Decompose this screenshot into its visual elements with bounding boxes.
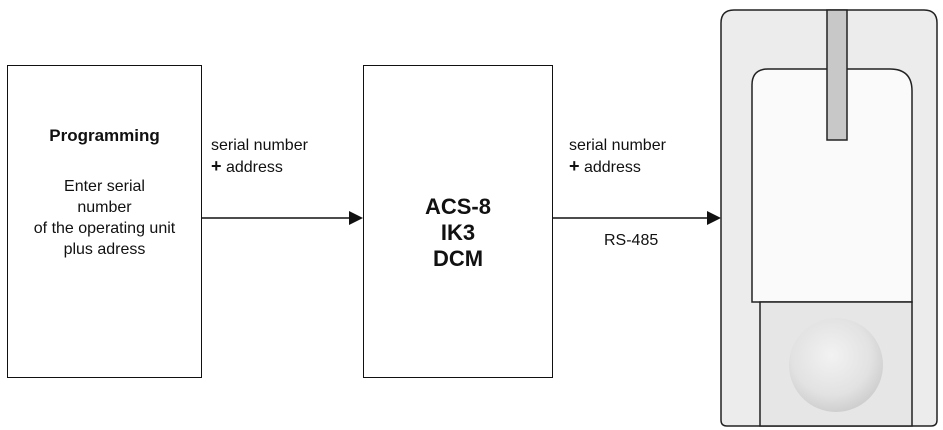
acs-controller-label: ACS-8 IK3 DCM bbox=[364, 194, 552, 272]
connector-arrow-right bbox=[553, 211, 721, 225]
acs-line: IK3 bbox=[440, 220, 476, 245]
programming-line: plus adress bbox=[63, 241, 146, 258]
reader-device-illustration bbox=[720, 9, 938, 427]
right-label-line2: + address bbox=[569, 156, 666, 178]
programming-line: of the operating unit bbox=[33, 220, 176, 237]
reader-sensor bbox=[789, 318, 883, 412]
right-label-line1: serial number bbox=[569, 137, 666, 154]
connector-arrow-left bbox=[202, 211, 363, 225]
left-label-line2: + address bbox=[211, 156, 308, 178]
right-label-address: address bbox=[579, 159, 641, 176]
reader-slot bbox=[826, 9, 848, 141]
left-connector-label: serial number + address bbox=[211, 135, 308, 178]
acs-line: ACS-8 bbox=[424, 194, 491, 219]
acs-controller-box: ACS-8 IK3 DCM bbox=[363, 65, 553, 378]
acs-line: DCM bbox=[432, 246, 484, 271]
plus-sign: + bbox=[211, 156, 222, 176]
bus-label: RS-485 bbox=[604, 232, 659, 249]
plus-sign: + bbox=[569, 156, 580, 176]
left-label-line1: serial number bbox=[211, 137, 308, 154]
programming-line: Enter serial bbox=[64, 178, 145, 195]
programming-title: Programming bbox=[49, 126, 160, 145]
programming-line: number bbox=[77, 199, 132, 216]
right-connector-label: serial number + address bbox=[569, 135, 666, 178]
left-label-address: address bbox=[221, 159, 283, 176]
programming-description: Enter serial number of the operating uni… bbox=[8, 176, 201, 260]
programming-box: Programming Enter serial number of the o… bbox=[7, 65, 202, 378]
